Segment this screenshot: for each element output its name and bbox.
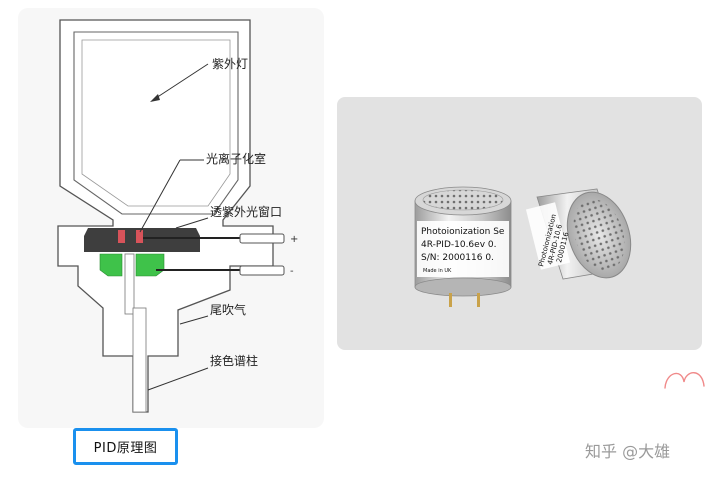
sensor-front-line3: S/N: 2000116 0.	[421, 253, 494, 263]
label-column: 接色谱柱	[210, 353, 258, 368]
negative-sign: -	[290, 266, 294, 277]
positive-terminal	[239, 233, 285, 244]
gas-channel	[124, 253, 135, 315]
sensor-back-mesh	[573, 199, 625, 271]
pointer-uv-lamp-head	[150, 94, 160, 102]
label-makeup-gas: 尾吹气	[210, 302, 246, 317]
insulator-right	[135, 253, 165, 277]
diagram-caption-text: PID原理图	[93, 441, 158, 456]
insulator-left	[99, 253, 123, 277]
sensor-pin-left	[449, 293, 452, 307]
label-uv-window: 透紫外光窗口	[210, 205, 282, 219]
pid-principle-diagram: + - 紫外灯 光离子化室 透紫外光窗口 尾吹气 接色谱柱	[57, 19, 298, 413]
pointer-column	[147, 367, 209, 391]
sensor-front-label	[417, 221, 509, 277]
sensor-front-line4: Made in UK	[423, 268, 452, 274]
decorative-curl-mark	[664, 372, 705, 389]
negative-terminal	[239, 265, 285, 276]
sensor-pin-right	[477, 293, 480, 307]
column-tube	[132, 307, 147, 413]
pointer-chamber-drop	[139, 159, 181, 233]
watermark-text: 知乎 @大雄	[585, 442, 671, 461]
pid-diagram-panel: + - 紫外灯 光离子化室 透紫外光窗口 尾吹气 接色谱柱	[18, 8, 324, 428]
electrode-right	[136, 230, 143, 243]
pid-sensor-illustration: Photoionization 4R-PID-10.6 2000116 Phot…	[414, 186, 632, 307]
sensor-front: Photoionization Se 4R-PID-10.6ev 0. S/N:…	[414, 186, 512, 307]
positive-sign: +	[290, 234, 298, 245]
label-uv-lamp: 紫外灯	[212, 57, 248, 71]
electrode-left	[118, 230, 125, 243]
sensor-front-line1: Photoionization Se	[421, 227, 505, 237]
uv-lamp-body	[73, 31, 239, 215]
pointer-makeup-gas	[179, 315, 209, 325]
sensor-back-label-band	[525, 202, 571, 270]
pointer-window	[175, 217, 209, 229]
sensor-back: Photoionization 4R-PID-10.6 2000116	[525, 188, 632, 280]
sensor-photo: Photoionization 4R-PID-10.6 2000116 Phot…	[337, 97, 702, 350]
sensor-front-line2: 4R-PID-10.6ev 0.	[421, 240, 496, 250]
pointer-uv-lamp	[155, 63, 209, 99]
uv-lamp-glass	[81, 39, 231, 207]
label-ionization-chamber: 光离子化室	[206, 151, 266, 166]
sensor-front-bottom	[414, 277, 512, 297]
sensor-front-top-mesh	[422, 189, 504, 211]
diagram-caption: PID原理图	[73, 428, 178, 465]
